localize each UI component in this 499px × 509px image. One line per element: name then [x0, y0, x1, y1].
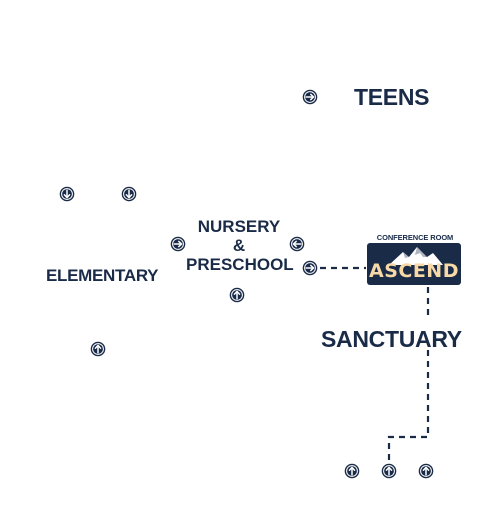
teens-arrow-right — [302, 89, 318, 105]
entrance-arrow-up-3 — [418, 463, 434, 479]
mountain-icon — [389, 247, 443, 265]
nursery-line-3: PRESCHOOL — [186, 255, 294, 274]
area-label-nursery-preschool: NURSERY & PRESCHOOL — [186, 217, 294, 274]
route-to-entrance — [387, 287, 430, 462]
area-label-sanctuary: SANCTUARY — [321, 326, 462, 352]
area-label-elementary: ELEMENTARY — [46, 266, 159, 285]
area-label-teens: TEENS — [354, 84, 430, 110]
entrance-arrow-up-2 — [381, 463, 397, 479]
elementary-arrow-down-left — [59, 186, 75, 202]
arrow-up-icon — [233, 290, 241, 300]
nursery-arrow-up — [229, 287, 245, 303]
ascend-badge: ASCEND — [367, 243, 461, 285]
entrance-arrow-up-1 — [344, 463, 360, 479]
arrow-down-icon — [63, 189, 71, 199]
arrow-right-icon — [173, 240, 183, 248]
arrow-up-icon — [385, 466, 393, 476]
elementary-arrow-down-right — [121, 186, 137, 202]
arrow-up-icon — [94, 344, 102, 354]
nursery-arrow-right-left — [170, 236, 186, 252]
arrow-up-icon — [348, 466, 356, 476]
ascend-name: ASCEND — [369, 260, 459, 282]
conference-arrow-right — [302, 260, 318, 276]
elementary-arrow-up — [90, 341, 106, 357]
nursery-arrow-left-right — [289, 236, 305, 252]
arrow-up-icon — [422, 466, 430, 476]
nursery-line-1: NURSERY — [197, 217, 281, 236]
conference-room-label: CONFERENCE ROOM — [376, 233, 454, 242]
arrow-right-icon — [305, 93, 315, 101]
nursery-line-2: & — [232, 236, 246, 255]
arrow-left-icon — [292, 240, 302, 248]
arrow-right-icon — [305, 264, 315, 272]
arrow-down-icon — [125, 189, 133, 199]
